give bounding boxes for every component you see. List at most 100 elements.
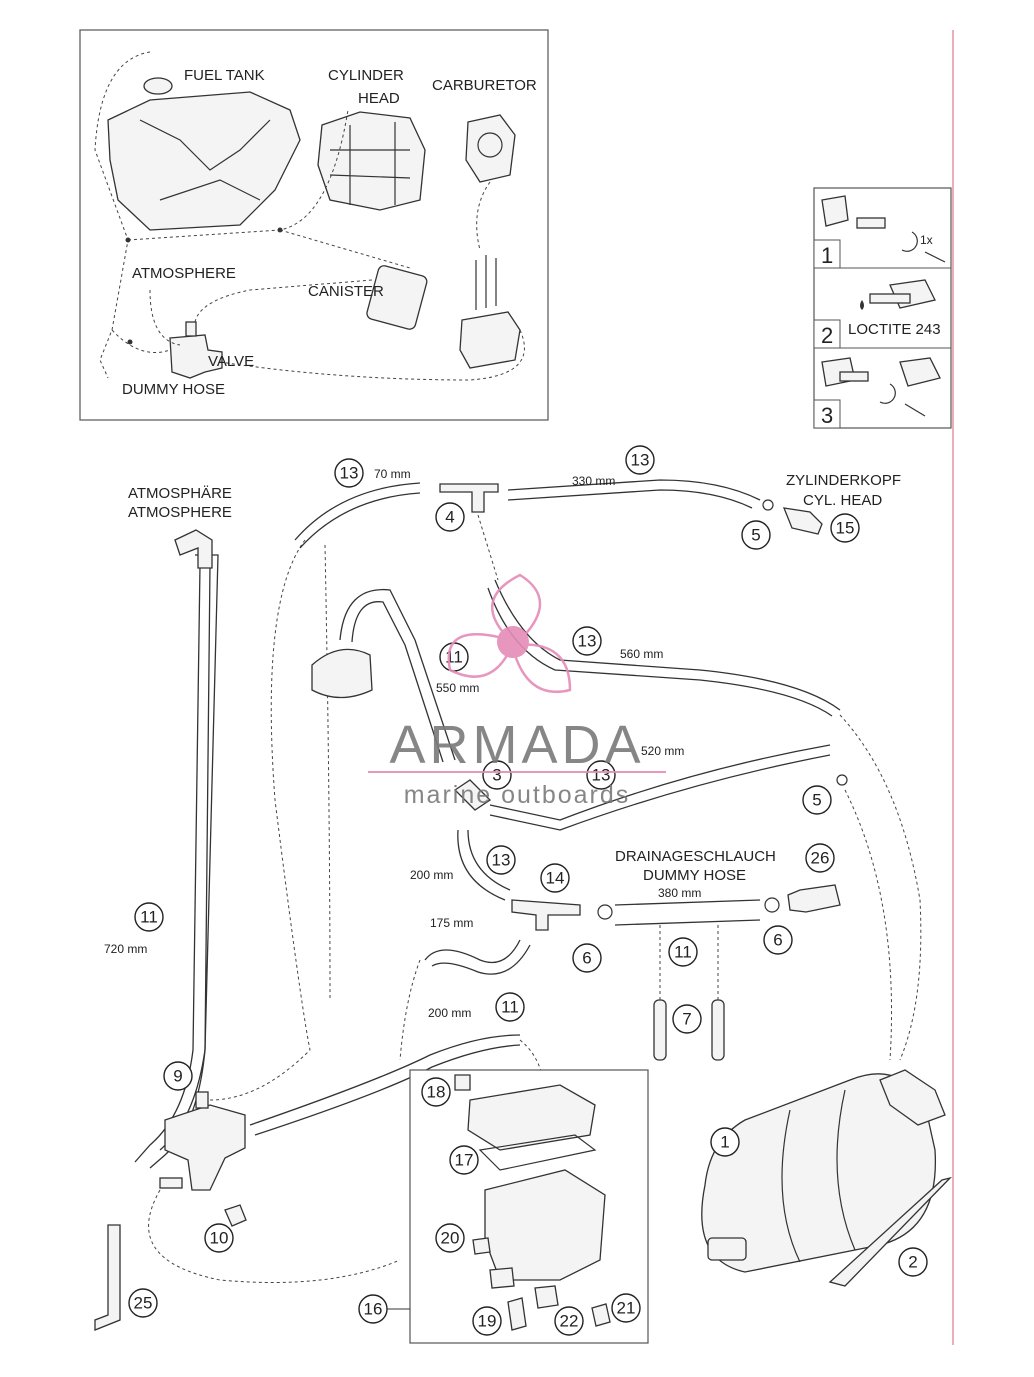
svg-text:5: 5 xyxy=(812,791,821,810)
callout-15: 15 xyxy=(830,513,860,543)
strap-7-left xyxy=(653,999,667,1061)
callout-3: 3 xyxy=(482,760,512,790)
callout-17: 17 xyxy=(449,1145,479,1175)
label-atmosphaere: ATMOSPHÄRE xyxy=(128,485,232,502)
armada-watermark: ARMADA marine outboards xyxy=(368,573,666,809)
label-atmosphere: ATMOSPHERE xyxy=(132,265,236,282)
tank-cap xyxy=(311,648,373,699)
svg-text:3: 3 xyxy=(492,766,501,785)
callout-13-200: 13 xyxy=(486,845,516,875)
step-2-number: 2 xyxy=(821,323,833,348)
label-valve: VALVE xyxy=(208,353,254,370)
svg-text:13: 13 xyxy=(592,766,611,785)
svg-text:2: 2 xyxy=(908,1253,917,1272)
step-1-note: 1x xyxy=(920,233,933,247)
assembly-steps: 1 1x 2 LOCTITE 243 3 xyxy=(813,187,952,429)
label-atmosphere-en: ATMOSPHERE xyxy=(128,504,232,521)
callout-22: 22 xyxy=(554,1306,584,1336)
fitting-drawing xyxy=(856,217,886,229)
svg-text:7: 7 xyxy=(682,1010,691,1029)
connector-3 xyxy=(453,779,492,811)
svg-text:22: 22 xyxy=(560,1312,579,1331)
svg-text:10: 10 xyxy=(210,1229,229,1248)
overview-schematic: FUEL TANK CYLINDER HEAD CARBURETOR ATMOS… xyxy=(79,29,549,421)
callout-25: 25 xyxy=(128,1288,158,1318)
washer-22 xyxy=(534,1285,559,1309)
t-fitting-14 xyxy=(511,899,581,931)
svg-text:6: 6 xyxy=(582,949,591,968)
svg-text:26: 26 xyxy=(811,849,830,868)
label-drainageschlauch: DRAINAGESCHLAUCH xyxy=(615,848,776,865)
dummy-plug-26 xyxy=(787,884,841,913)
svg-text:13: 13 xyxy=(631,451,650,470)
label-zylinderkopf: ZYLINDERKOPF xyxy=(786,472,901,489)
svg-text:11: 11 xyxy=(674,943,692,962)
svg-text:19: 19 xyxy=(478,1312,497,1331)
callout-7: 7 xyxy=(672,1004,702,1034)
callout-4: 4 xyxy=(435,502,465,532)
label-dummy-hose-main: DUMMY HOSE xyxy=(643,867,746,884)
label-cyl-head: CYL. HEAD xyxy=(803,492,882,509)
mounting-plate-2 xyxy=(828,1176,953,1287)
svg-text:21: 21 xyxy=(617,1299,636,1318)
arrow-icon xyxy=(904,403,926,417)
callout-5-top: 5 xyxy=(741,520,771,550)
label-carburetor: CARBURETOR xyxy=(432,77,537,94)
callout-19: 19 xyxy=(472,1306,502,1336)
svg-text:16: 16 xyxy=(364,1300,383,1319)
callout-26: 26 xyxy=(805,843,835,873)
cylinder-head-drawing xyxy=(317,111,426,211)
callout-11-380: 11 xyxy=(668,937,698,967)
dim-200mm-a: 200 mm xyxy=(410,868,453,882)
callout-13-520: 13 xyxy=(586,760,616,790)
svg-text:25: 25 xyxy=(134,1294,153,1313)
callout-11-550: 11 xyxy=(439,642,469,672)
clamp-5-top xyxy=(762,499,774,511)
label-dummy-hose: DUMMY HOSE xyxy=(122,381,225,398)
svg-text:13: 13 xyxy=(340,464,359,483)
label-head: HEAD xyxy=(358,90,400,107)
label-canister: CANISTER xyxy=(308,283,384,300)
screw-10 xyxy=(224,1204,247,1227)
svg-text:20: 20 xyxy=(441,1229,460,1248)
clamp-6-left xyxy=(597,904,613,920)
rotate-arrow-icon xyxy=(901,231,918,252)
dim-70mm: 70 mm xyxy=(374,467,411,481)
watermark-tagline: marine outboards xyxy=(404,781,631,809)
canister-drawing xyxy=(366,265,428,330)
gasket-17 xyxy=(478,1134,597,1171)
t-fitting-4 xyxy=(439,483,499,513)
screw-21 xyxy=(591,1303,611,1327)
svg-text:9: 9 xyxy=(173,1067,182,1086)
callout-13-70: 13 xyxy=(334,458,364,488)
svg-text:13: 13 xyxy=(578,632,597,651)
canister-1 xyxy=(701,1073,937,1273)
step-2-note: LOCTITE 243 xyxy=(848,321,941,338)
carb-bottom-drawing xyxy=(459,311,521,369)
valve-drawing xyxy=(169,334,223,379)
svg-text:18: 18 xyxy=(427,1083,446,1102)
dim-380mm: 380 mm xyxy=(658,886,701,900)
callout-13-560: 13 xyxy=(572,626,602,656)
step-3-number: 3 xyxy=(821,403,833,428)
watermark-brand: ARMADA xyxy=(389,715,644,775)
callout-11-200: 11 xyxy=(495,992,525,1022)
svg-text:1: 1 xyxy=(720,1133,729,1152)
svg-text:15: 15 xyxy=(836,519,855,538)
svg-text:6: 6 xyxy=(773,931,782,950)
screw-19 xyxy=(507,1297,527,1331)
svg-text:13: 13 xyxy=(492,851,511,870)
callout-20: 20 xyxy=(435,1223,465,1253)
exploded-diagram: ATMOSPHÄRE ATMOSPHERE ZYLINDERKOPF CYL. … xyxy=(94,445,953,1344)
callout-11-720: 11 xyxy=(134,902,164,932)
callout-1: 1 xyxy=(710,1127,740,1157)
strap-7-right xyxy=(711,999,725,1061)
callout-18: 18 xyxy=(421,1077,451,1107)
callout-9: 9 xyxy=(163,1061,193,1091)
propeller-logo-icon xyxy=(447,573,572,693)
dim-175mm: 175 mm xyxy=(430,916,473,930)
droplet-icon xyxy=(860,300,864,310)
tank-cap-drawing xyxy=(143,77,173,95)
carburetor-drawing xyxy=(465,114,516,183)
